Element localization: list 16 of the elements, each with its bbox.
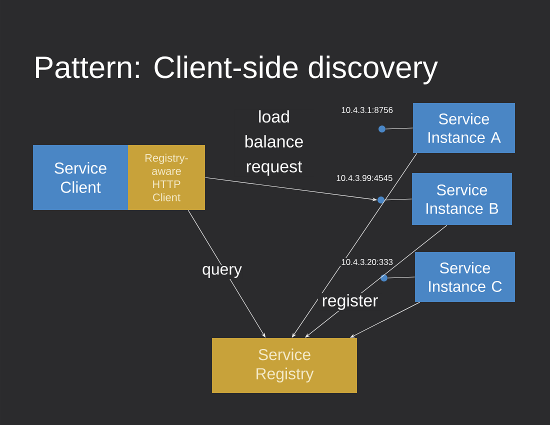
- address-text: 10.4.3.1:8756: [340, 106, 394, 114]
- registry-box: Service Registry: [212, 338, 357, 393]
- title: Pattern: Client-side discovery: [36, 56, 438, 84]
- endpoint-dot: [378, 196, 384, 204]
- address-text: 10.4.3.99:4545: [335, 174, 394, 182]
- endpoint-dot: [380, 274, 388, 282]
- register-text: register: [318, 293, 382, 311]
- endpoint-dot: [378, 126, 386, 132]
- service-box: Service Instance C: [415, 252, 515, 302]
- service-box: Service Client: [33, 145, 128, 210]
- service-box: Registry-aware HTTP Client: [128, 145, 205, 210]
- service-box: Service Instance A: [413, 103, 515, 153]
- load-balance-text: load balance request: [234, 109, 314, 177]
- service-box: Service Instance B: [412, 173, 512, 225]
- edge-label: query: [201, 265, 243, 279]
- address-text: 10.4.3.20:333: [340, 258, 394, 266]
